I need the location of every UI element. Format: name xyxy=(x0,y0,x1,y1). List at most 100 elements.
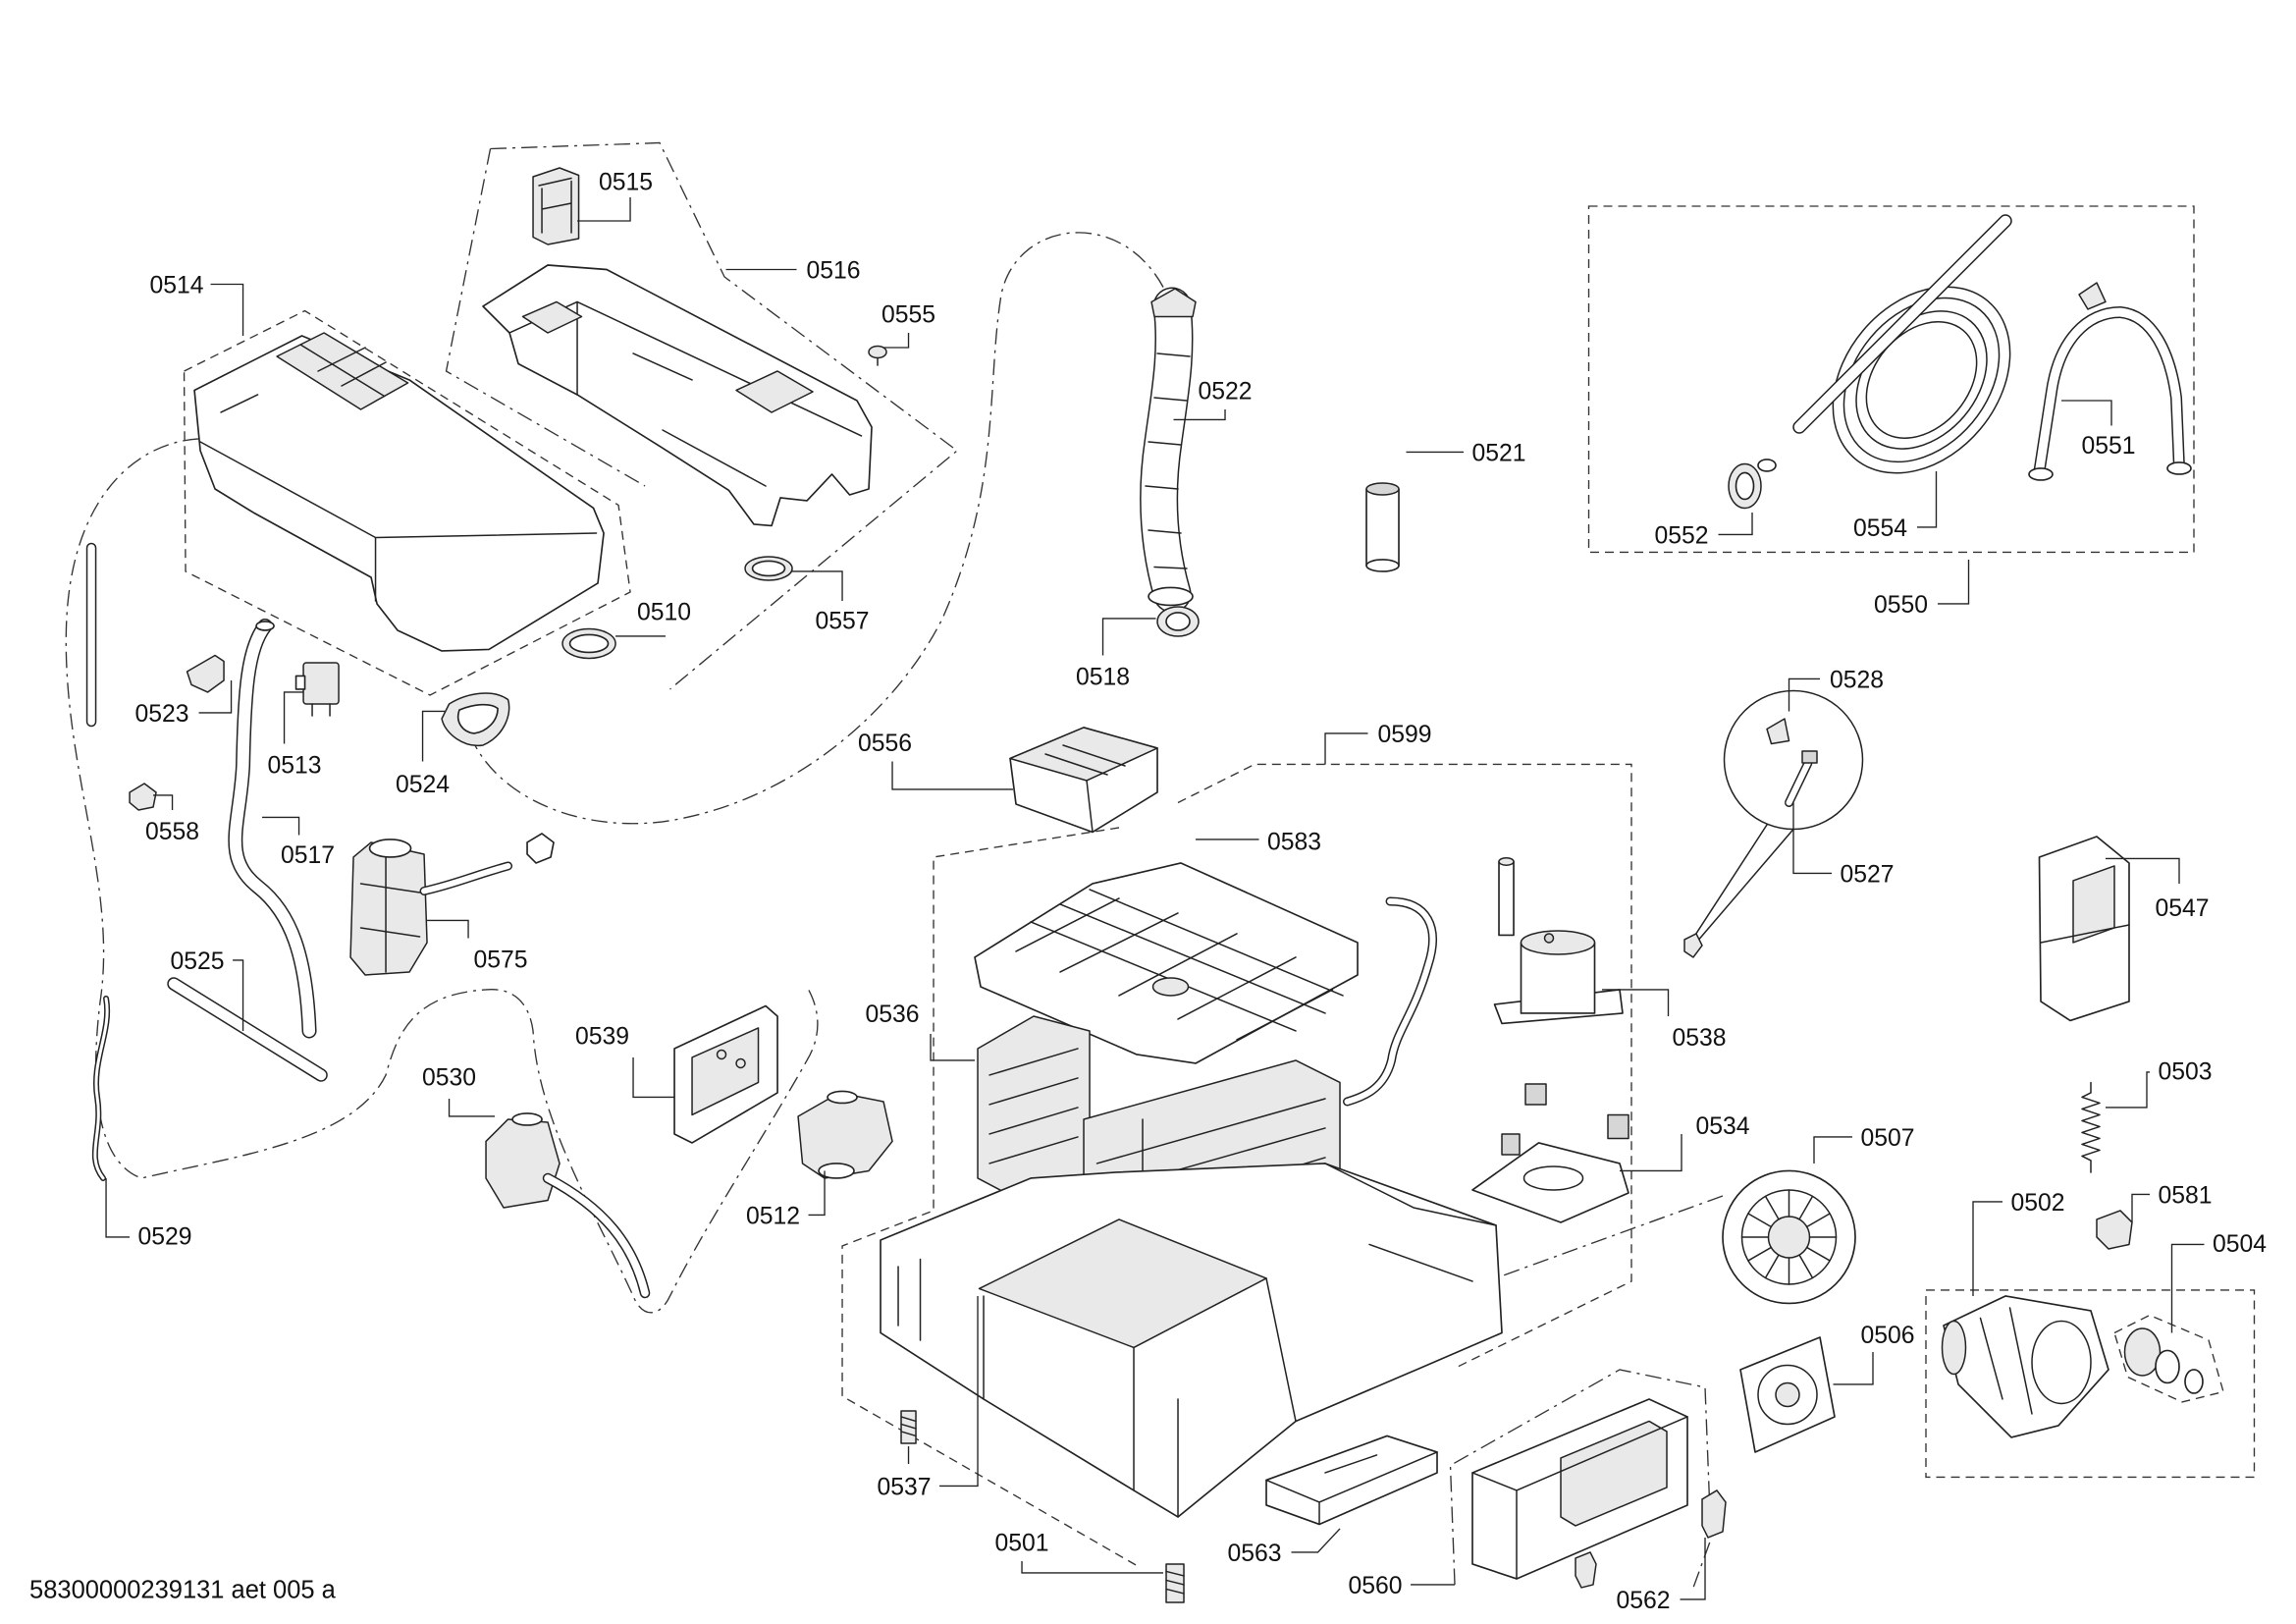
part-0554-drain-hose xyxy=(1792,214,2012,474)
callout-0539: 0539 xyxy=(575,1023,629,1050)
part-0517-hose-shape xyxy=(255,621,275,631)
part-0516-duct-cover-shape xyxy=(632,352,767,487)
part-0562-clip-shape xyxy=(1575,1551,1597,1589)
part-0552-grommet-shape xyxy=(1735,471,1755,501)
outline-motor-group xyxy=(1925,1289,2256,1479)
outline-0560-panel xyxy=(1449,1369,1712,1589)
callout-0502: 0502 xyxy=(2010,1190,2064,1217)
leader-0563 xyxy=(1291,1528,1341,1553)
part-0504-pulley xyxy=(2123,1327,2204,1394)
part-0538-compressor xyxy=(1493,856,1624,1025)
part-0558-clip xyxy=(129,783,157,811)
part-0555-knob xyxy=(868,345,887,366)
part-0537-foot-screw-shape xyxy=(900,1416,917,1437)
callout-0555: 0555 xyxy=(881,301,935,328)
leader-0538 xyxy=(1602,989,1670,1016)
part-0504-pulley-shape xyxy=(2123,1327,2162,1377)
callout-0501: 0501 xyxy=(995,1530,1049,1556)
leader-0528 xyxy=(1788,677,1821,712)
part-0547-cover-shape xyxy=(2040,924,2130,944)
part-0522-hose-shape xyxy=(1150,288,1197,318)
part-0501-foot-screw xyxy=(1165,1563,1185,1603)
callout-0525: 0525 xyxy=(171,948,225,975)
leader-0512 xyxy=(808,1170,826,1217)
part-0503-spring-shape xyxy=(2081,1081,2101,1173)
leader-0555 xyxy=(883,332,910,349)
part-0518-grommet-shape xyxy=(1165,612,1191,631)
leader-0524 xyxy=(421,710,446,762)
callout-0522: 0522 xyxy=(1199,378,1253,405)
part-0510-seal-ring-shape xyxy=(568,633,610,654)
part-0513-valve xyxy=(294,662,340,717)
part-0575-pump-shape xyxy=(349,841,428,976)
part-0524-gasket xyxy=(441,692,510,747)
part-0534-mounting-plate-shape xyxy=(1607,1113,1629,1140)
part-0599-base-tub xyxy=(880,1163,1503,1518)
leader-0525 xyxy=(233,959,244,1031)
part-0530-valve-shape xyxy=(511,1112,543,1126)
part-0554-drain-hose-shape xyxy=(1865,321,1978,439)
outline-0514-box xyxy=(183,309,631,696)
part-0583-top-frame-shape xyxy=(1151,977,1190,997)
callout-0515: 0515 xyxy=(599,169,653,195)
part-0552-grommet-shape xyxy=(1757,459,1777,472)
outline-0550-kit xyxy=(1587,205,2195,554)
part-0502-motor-shape xyxy=(1979,1307,2033,1415)
part-0515-filter-insert-shape xyxy=(538,177,572,234)
leader-0575 xyxy=(427,919,469,939)
detail-circle-pointer xyxy=(1689,824,1794,944)
part-0516-duct-cover-shape xyxy=(482,264,873,527)
callout-0536: 0536 xyxy=(866,1001,920,1028)
leader-0529 xyxy=(105,1177,131,1238)
outline-0536-base xyxy=(841,827,1138,1567)
part-0557-seal-ring-shape xyxy=(751,560,786,577)
callout-labels: 0515 0516 0514 0555 0522 0521 0551 0552 … xyxy=(135,169,2268,1613)
part-0534-mounting-plate-shape xyxy=(1524,1083,1547,1106)
callout-0583: 0583 xyxy=(1267,829,1321,855)
part-0530-valve-shape xyxy=(544,1174,649,1297)
part-0521-capacitor xyxy=(1365,482,1400,572)
part-0534-mounting-plate-shape xyxy=(1522,1165,1584,1191)
callout-0599: 0599 xyxy=(1378,722,1432,748)
part-0514-filter-housing xyxy=(193,332,605,652)
callout-0558: 0558 xyxy=(145,819,199,845)
leader-0502 xyxy=(1972,1201,2002,1296)
leader-0558 xyxy=(153,794,174,810)
part-0527-sensor-shape xyxy=(1683,933,1703,958)
part-0562-clip-shape xyxy=(1701,1489,1727,1539)
part-0583-top-frame-shape xyxy=(974,862,1359,1064)
leader-0515 xyxy=(577,196,631,222)
leader-0550 xyxy=(1938,559,1970,605)
part-0557-seal-ring xyxy=(744,556,793,581)
part-0512-valve xyxy=(797,1090,893,1179)
part-0558-clip-shape xyxy=(129,783,157,811)
part-0537-foot-screw xyxy=(900,1410,917,1444)
part-0502-motor-shape xyxy=(2031,1320,2092,1405)
part-0516-duct-cover-shape xyxy=(735,370,814,413)
leader-0503 xyxy=(2105,1071,2150,1109)
callout-0521: 0521 xyxy=(1471,440,1525,466)
part-0560-panel-shape xyxy=(1471,1416,1688,1580)
part-0527-sensor-shape xyxy=(1786,759,1812,806)
part-0523-bracket xyxy=(186,654,225,693)
part-0539-bracket-shape xyxy=(716,1049,727,1060)
callout-0510: 0510 xyxy=(637,599,691,625)
part-0525-rod-shape xyxy=(168,978,327,1081)
leader-0504 xyxy=(2170,1243,2205,1333)
callout-0563: 0563 xyxy=(1228,1541,1282,1567)
callout-0528: 0528 xyxy=(1830,667,1884,693)
part-0599-base-tub-shape xyxy=(897,1163,1497,1518)
part-0563-plate-shape xyxy=(1265,1451,1438,1526)
outline-0599-unit xyxy=(1177,763,1632,1368)
part-0522-hose-shape xyxy=(1141,288,1192,612)
part-0575-pump-shape xyxy=(368,839,412,858)
callout-0538: 0538 xyxy=(1672,1025,1726,1052)
part-0521-capacitor-shape xyxy=(1365,559,1400,572)
leader-lines xyxy=(105,196,2205,1600)
callout-0518: 0518 xyxy=(1076,664,1130,690)
leader-0501 xyxy=(1021,1560,1164,1574)
leader-0551 xyxy=(2060,400,2112,426)
part-0522-hose xyxy=(1140,287,1197,613)
part-0524-gasket-shape xyxy=(456,703,499,734)
